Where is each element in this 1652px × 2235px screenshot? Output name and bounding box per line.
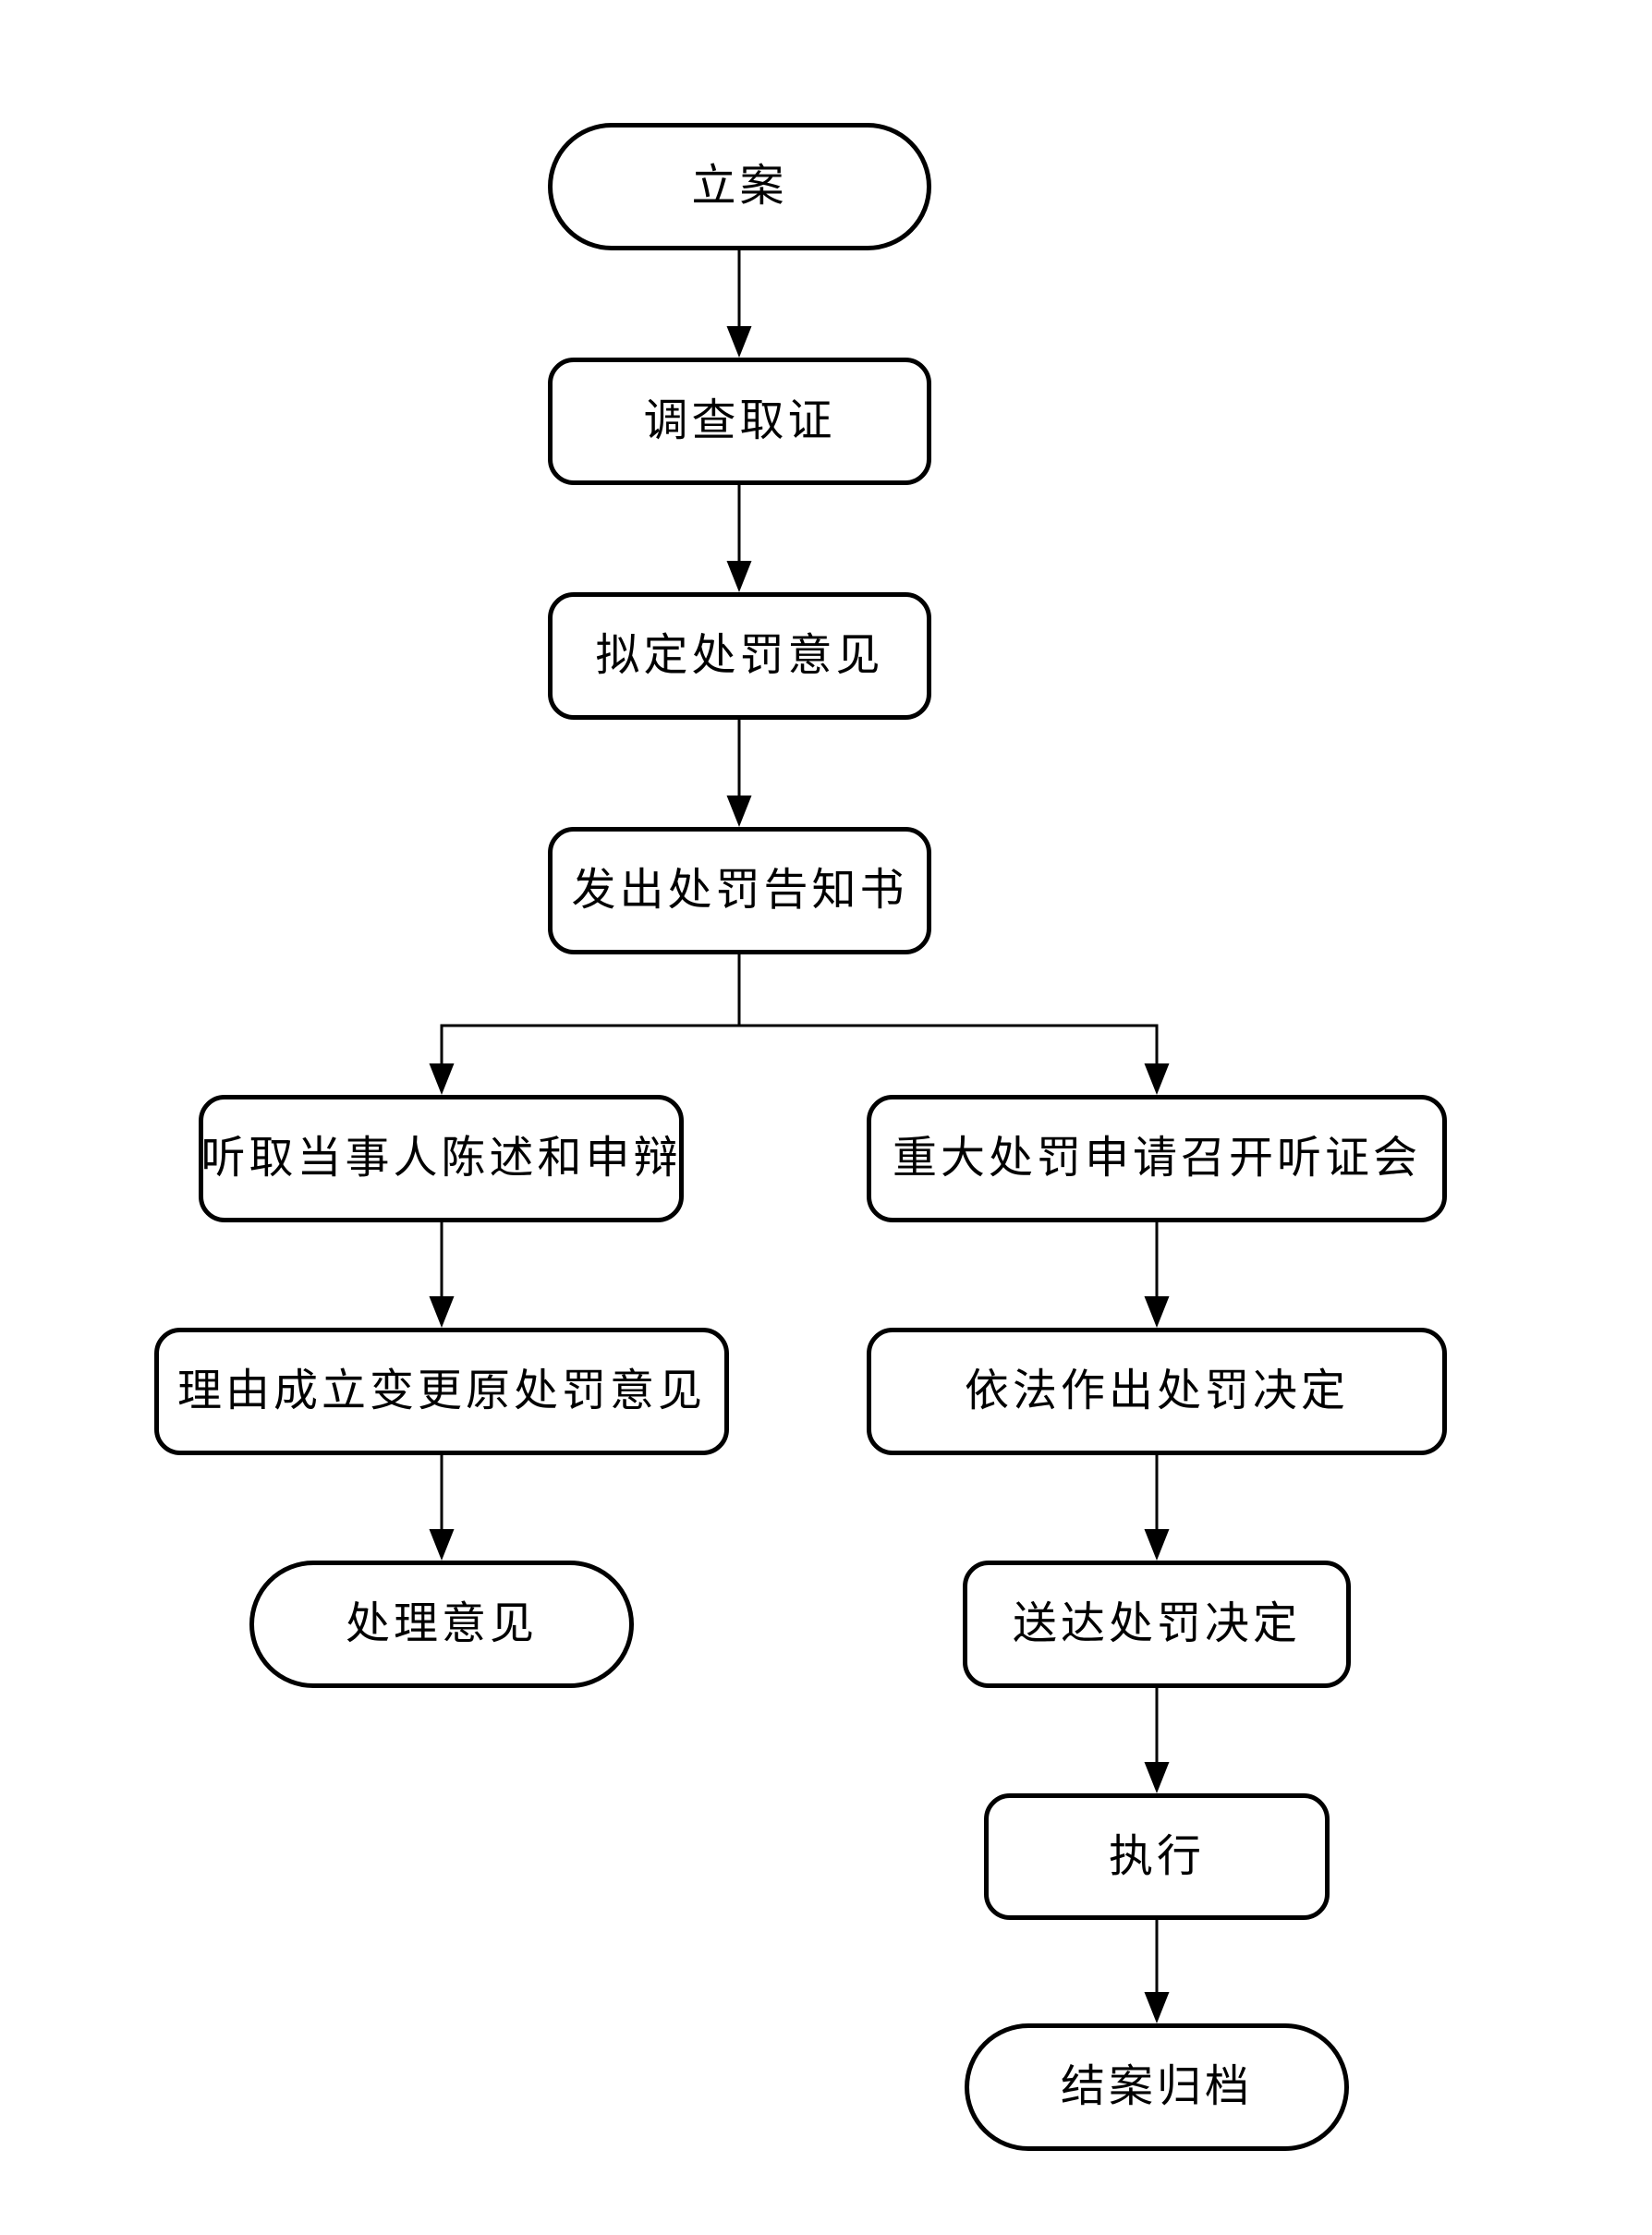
node-make-penalty-decision-label: 依法作出处罚决定 (964, 1367, 1349, 1415)
node-issue-penalty-notice-label: 发出处罚告知书 (571, 866, 908, 915)
node-make-penalty-decision: 依法作出处罚决定 (867, 1328, 1447, 1455)
arrowhead-n2-n3 (726, 561, 752, 592)
arrowhead-branch-n6 (1144, 1063, 1170, 1095)
arrowhead-n3-n4 (726, 796, 752, 827)
node-close-case-archive-label: 结案归档 (1060, 2062, 1253, 2111)
arrowhead-branch-n5 (429, 1063, 455, 1095)
arrowhead-n1-n2 (726, 326, 752, 358)
node-draft-penalty-opinion-label: 拟定处罚意见 (595, 631, 884, 680)
node-change-original-penalty-opinion: 理由成立变更原处罚意见 (154, 1328, 729, 1455)
node-handling-opinion-label: 处理意见 (345, 1599, 538, 1648)
node-change-original-penalty-opinion-label: 理由成立变更原处罚意见 (176, 1367, 706, 1415)
node-handling-opinion: 处理意见 (249, 1561, 634, 1688)
arrowhead-n5-n7 (429, 1296, 455, 1328)
node-draft-penalty-opinion: 拟定处罚意见 (548, 592, 931, 720)
arrowhead-n10-n11 (1144, 1762, 1170, 1793)
arrowhead-n8-n10 (1144, 1529, 1170, 1561)
node-hear-statement-defense-label: 听取当事人陈述和申辩 (200, 1134, 682, 1183)
node-deliver-penalty-decision: 送达处罚决定 (963, 1561, 1351, 1688)
arrowhead-n11-n12 (1144, 1992, 1170, 2023)
node-execution: 执行 (984, 1793, 1330, 1920)
node-major-penalty-hearing-request-label: 重大处罚申请召开听证会 (892, 1134, 1421, 1183)
node-major-penalty-hearing-request: 重大处罚申请召开听证会 (867, 1095, 1447, 1222)
node-case-filing-label: 立案 (691, 162, 788, 211)
arrowhead-n7-n9 (429, 1529, 455, 1561)
node-investigation-evidence: 调查取证 (548, 358, 931, 485)
node-case-filing: 立案 (548, 123, 931, 250)
node-close-case-archive: 结案归档 (965, 2023, 1349, 2151)
arrowhead-n6-n8 (1144, 1296, 1170, 1328)
node-execution-label: 执行 (1108, 1831, 1205, 1881)
node-investigation-evidence-label: 调查取证 (643, 396, 836, 445)
node-issue-penalty-notice: 发出处罚告知书 (548, 827, 931, 954)
node-deliver-penalty-decision-label: 送达处罚决定 (1012, 1599, 1301, 1648)
node-hear-statement-defense: 听取当事人陈述和申辩 (199, 1095, 684, 1222)
